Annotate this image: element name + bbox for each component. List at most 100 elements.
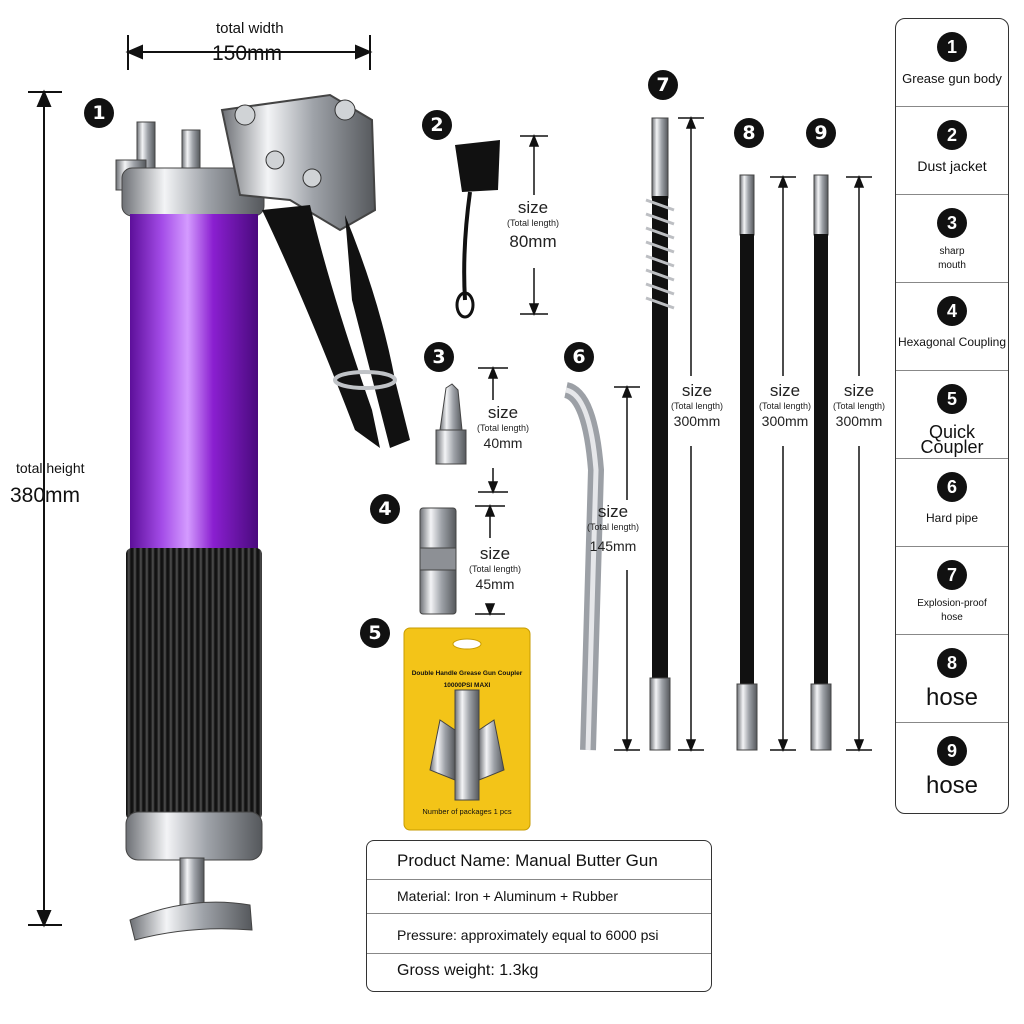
size-sub: (Total length)	[468, 564, 522, 574]
legend-item: 6 Hard pipe	[896, 459, 1008, 547]
size-sub: (Total length)	[506, 218, 560, 228]
height-dimension	[28, 89, 62, 928]
size-sub: (Total length)	[670, 401, 724, 411]
plunger-handle	[129, 857, 253, 941]
barrel	[130, 214, 258, 550]
package-count: Number of packages 1 pcs	[422, 807, 512, 816]
size-word: size	[843, 381, 875, 400]
size-sub: (Total length)	[832, 401, 886, 411]
legend-number: 6	[937, 472, 967, 502]
legend-item: 7 Explosion-proof hose	[896, 547, 1008, 635]
total-height-value: 380mm	[10, 484, 81, 507]
explosion-proof-hose	[645, 117, 675, 751]
legend-label: sharp mouth	[938, 246, 966, 271]
part-badge-1: 1	[84, 98, 114, 128]
part-badge-2: 2	[422, 110, 452, 140]
total-height-label: total height	[16, 460, 85, 476]
size-label-6: size (Total length) 145mm	[580, 502, 646, 554]
dim-4	[475, 503, 505, 617]
legend-item: 9 hose	[896, 723, 1008, 811]
legend-label: Quick Coupler	[920, 422, 984, 457]
part-badge-3: 3	[424, 342, 454, 372]
size-label-9: size (Total length) 300mm	[826, 381, 892, 429]
material: Material: Iron + Aluminum + Rubber	[397, 888, 618, 904]
size-label-8: size (Total length) 300mm	[752, 381, 818, 429]
dim-3	[478, 365, 508, 495]
size-value: 300mm	[761, 413, 809, 429]
legend-label: Hard pipe	[925, 511, 979, 525]
dust-jacket	[455, 140, 500, 319]
size-value: 300mm	[673, 413, 721, 429]
package-subtitle: 10000PSI MAXI	[443, 682, 491, 689]
size-label-3: size (Total length) 40mm	[470, 403, 536, 451]
size-value: 80mm	[509, 232, 557, 251]
legend-label: hose	[925, 684, 979, 711]
size-label-4: size (Total length) 45mm	[462, 544, 528, 592]
legend-number: 8	[937, 648, 967, 678]
size-sub: (Total length)	[476, 423, 530, 433]
dim-8	[770, 174, 796, 753]
part-badge-9: 9	[806, 118, 836, 148]
legend-item: 8 hose	[896, 635, 1008, 723]
size-value: 40mm	[483, 435, 523, 451]
hexagonal-coupling	[419, 507, 457, 615]
legend-number: 1	[937, 32, 967, 62]
legend-number: 7	[937, 560, 967, 590]
width-dimension	[125, 35, 373, 70]
hose-8	[736, 174, 758, 751]
lever-handle	[220, 93, 410, 448]
info-row-pressure: Pressure: approximately equal to 6000 ps…	[367, 913, 711, 954]
bottom-cap	[125, 811, 263, 861]
legend-number: 2	[937, 120, 967, 150]
dim-2	[520, 133, 548, 317]
size-word: size	[769, 381, 801, 400]
size-label-2: size (Total length) 80mm	[500, 198, 566, 252]
hose-9	[810, 174, 832, 751]
legend-item: 5 Quick Coupler	[896, 371, 1008, 459]
info-row-material: Material: Iron + Aluminum + Rubber	[367, 879, 711, 914]
legend-label: Explosion-proof hose	[917, 598, 987, 623]
size-word: size	[597, 502, 629, 521]
sharp-mouth	[435, 383, 467, 465]
legend-label: Grease gun body	[902, 71, 1002, 86]
product-info-table: Product Name: Manual Butter Gun Material…	[366, 840, 712, 992]
pressure: Pressure: approximately equal to 6000 ps…	[397, 927, 659, 943]
size-value: 145mm	[589, 538, 637, 554]
legend-label: Dust jacket	[917, 158, 987, 174]
legend-number: 4	[937, 296, 967, 326]
legend-number: 9	[937, 736, 967, 766]
size-word: size	[681, 381, 713, 400]
legend-item: 4 Hexagonal Coupling	[896, 283, 1008, 371]
size-sub: (Total length)	[758, 401, 812, 411]
parts-legend: 1 Grease gun body 2 Dust jacket 3 sharp …	[895, 18, 1009, 814]
size-word: size	[479, 544, 511, 563]
dim-7	[678, 115, 704, 753]
size-word: size	[487, 403, 519, 422]
info-row-name: Product Name: Manual Butter Gun	[367, 841, 711, 880]
hard-pipe	[563, 382, 605, 751]
total-width-label: total width	[216, 20, 284, 37]
size-word: size	[517, 198, 549, 217]
legend-item: 3 sharp mouth	[896, 195, 1008, 283]
legend-item: 2 Dust jacket	[896, 107, 1008, 195]
part-badge-5: 5	[360, 618, 390, 648]
package-title: Double Handle Grease Gun Coupler	[411, 670, 523, 677]
total-width-value: 150mm	[212, 42, 283, 65]
legend-number: 5	[937, 384, 967, 414]
info-row-weight: Gross weight: 1.3kg	[367, 953, 711, 991]
gross-weight: Gross weight: 1.3kg	[397, 962, 539, 979]
quick-coupler-package	[403, 627, 531, 831]
legend-number: 3	[937, 208, 967, 238]
legend-item: 1 Grease gun body	[896, 19, 1008, 107]
product-name: Product Name: Manual Butter Gun	[397, 851, 658, 870]
part-badge-4: 4	[370, 494, 400, 524]
legend-label: Hexagonal Coupling	[897, 335, 1007, 349]
part-badge-6: 6	[564, 342, 594, 372]
legend-label: hose	[925, 772, 979, 799]
size-value: 300mm	[835, 413, 883, 429]
dim-9	[846, 174, 872, 753]
size-sub: (Total length)	[586, 522, 640, 532]
dim-6	[614, 384, 640, 753]
barrel-grip	[126, 548, 262, 820]
